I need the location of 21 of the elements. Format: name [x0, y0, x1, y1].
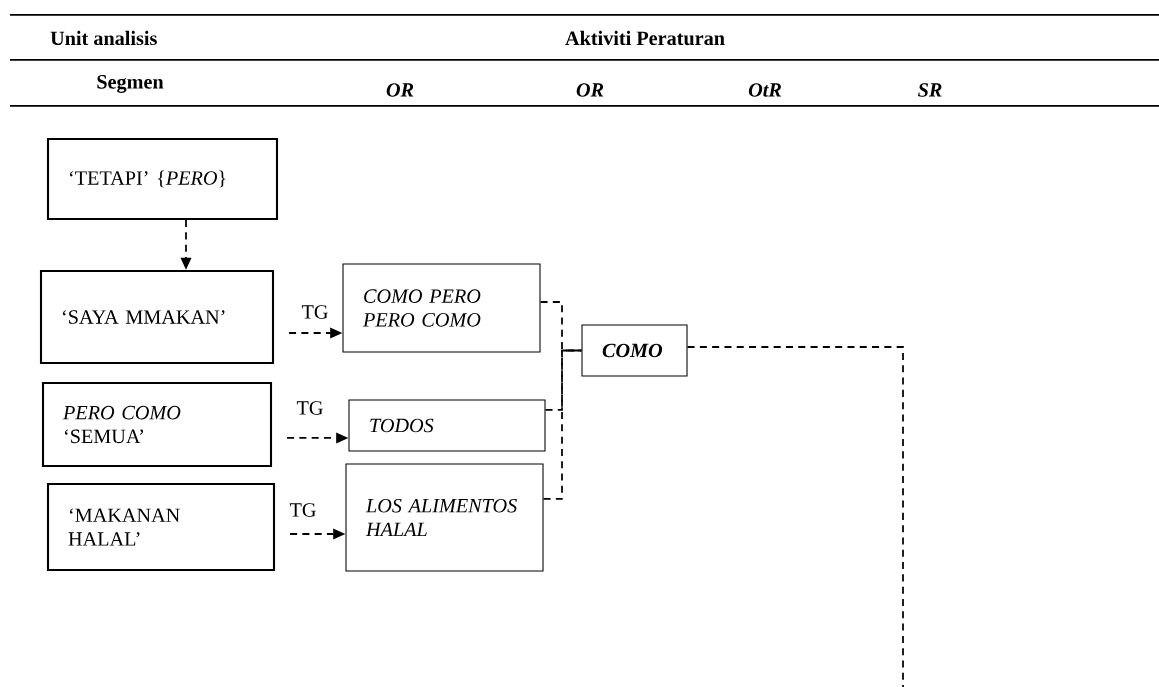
column-header: SR [918, 83, 942, 97]
column-header: Aktiviti Peraturan [565, 30, 725, 46]
edge-label: TG [294, 399, 326, 417]
text-box: ‘SAYA MMAKAN’ [39, 269, 275, 365]
column-header: OR [576, 83, 604, 97]
text-box: COMO [581, 324, 688, 377]
edge-label: TG [287, 501, 319, 519]
edge-label: TG [299, 303, 331, 321]
column-header: OR [386, 83, 414, 97]
text-box: ‘TETAPI’ {PERO} [46, 137, 279, 221]
dashed-connector [539, 301, 583, 352]
text-box: COMO PERO PERO COMO [342, 263, 541, 353]
column-header: Segmen [97, 75, 164, 93]
dashed-connector [542, 349, 583, 500]
text-box: LOS ALIMENTOS HALAL [345, 463, 544, 572]
dashed-connector [686, 346, 904, 687]
column-header: Unit analisis [50, 30, 157, 46]
text-box: PERO COMO ‘SEMUA’ [41, 381, 273, 468]
text-box: TODOS [348, 399, 546, 452]
column-header: OtR [748, 83, 782, 97]
text-box: ‘MAKANAN HALAL’ [46, 482, 276, 572]
